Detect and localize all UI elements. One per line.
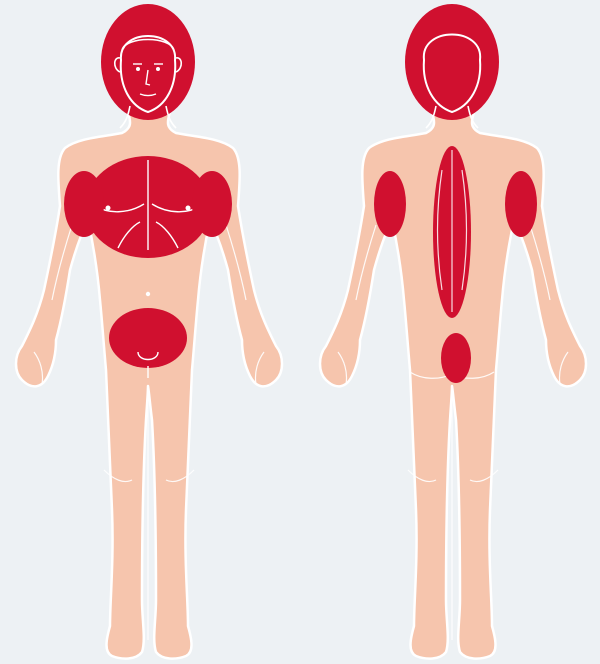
front-highlight-head (101, 4, 195, 128)
front-highlight-right-upper-arm (64, 171, 104, 237)
back-highlight-left-upper-arm (505, 171, 537, 237)
back-highlight-head (405, 4, 499, 128)
front-navel (146, 292, 150, 296)
back-highlight-sacrum (441, 333, 471, 383)
front-highlight-left-upper-arm (192, 171, 232, 237)
front-figure (16, 4, 282, 659)
back-figure (320, 4, 586, 659)
back-highlight-right-upper-arm (374, 171, 406, 237)
